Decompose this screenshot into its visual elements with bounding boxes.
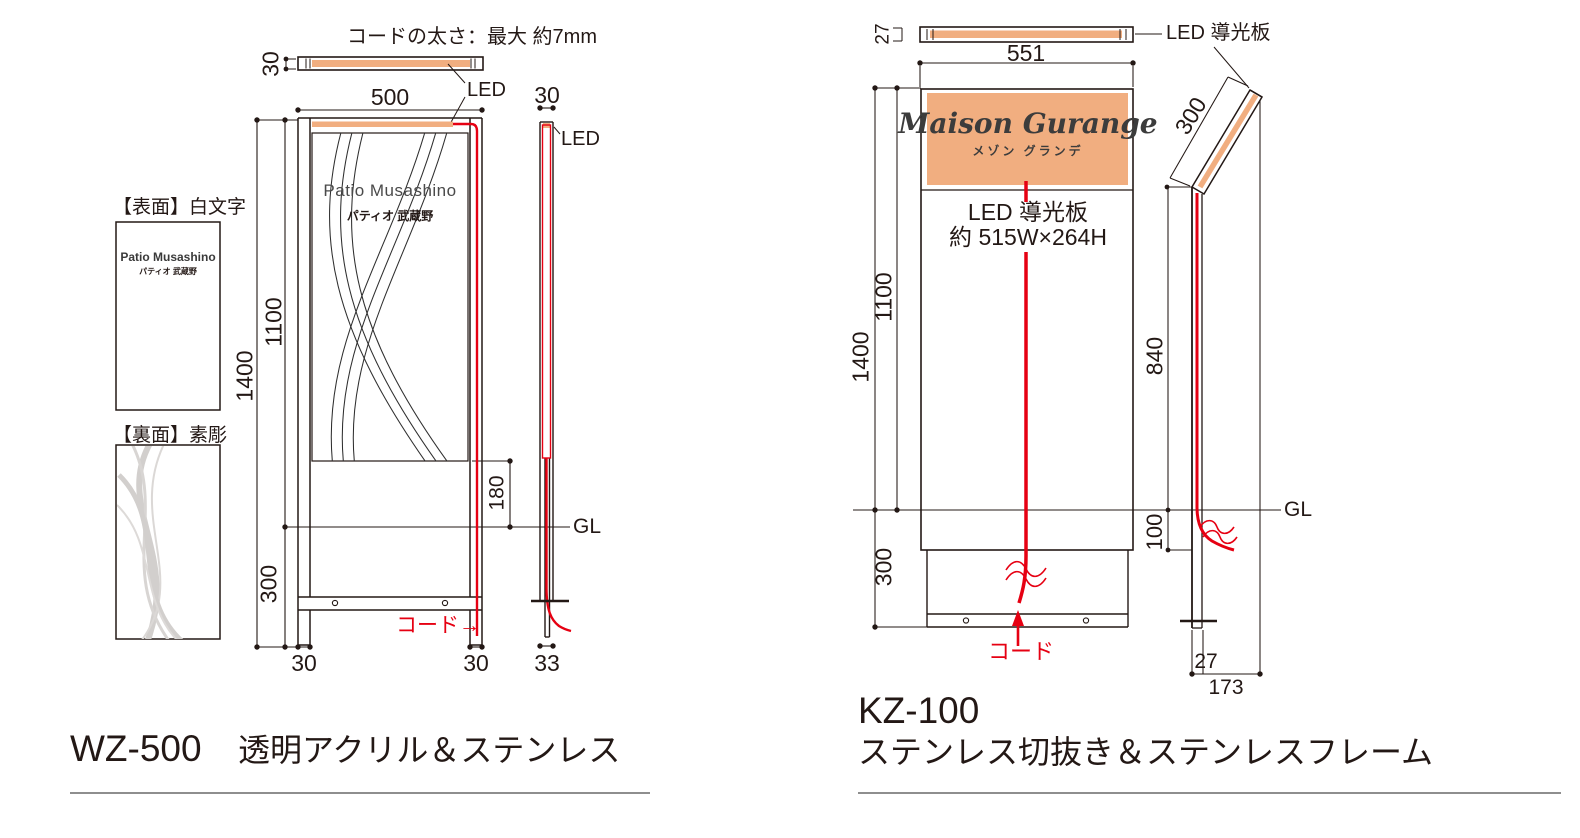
wz-acrylic-panel [311, 132, 469, 462]
kz-cord-arrowhead [1012, 610, 1024, 626]
wz-cord-line [453, 122, 479, 636]
wz500-front-view [297, 117, 483, 646]
wz-top-led-strip [312, 60, 470, 67]
kz-dim-pole-width: 27 [1194, 650, 1218, 673]
wz-title-material: 透明アクリル＆ステンレス [238, 732, 621, 768]
kz100-side-view [1180, 88, 1264, 629]
kz-dim-buried: 300 [870, 547, 897, 587]
kz100-dimension-lines [853, 62, 1281, 675]
kz-sign-plate [927, 93, 1128, 185]
kz-sign-script-text: Maison Gurange [898, 107, 1158, 140]
kz-panel-note-line2: 約 515W×264H [949, 224, 1107, 250]
wz-dim-buried: 300 [255, 564, 282, 604]
wz-back-engraving-swirls [117, 446, 184, 639]
wz-sample-sign-jp: パティオ 武蔵野 [139, 267, 197, 276]
wz-back-sample-label: 【裏面】素彫 [113, 425, 228, 446]
wz500-side-view [531, 121, 572, 638]
kz100-dimension-dots [872, 60, 1263, 677]
wz-side-led-outline [541, 124, 552, 459]
wz-dim-leg-right: 30 [463, 650, 489, 676]
wz-led-label-top: LED [467, 79, 506, 101]
kz100-front-view [920, 88, 1134, 646]
kz-dim-top-depth: 27 [872, 23, 894, 45]
kz-side-cord [1195, 193, 1238, 552]
kz-top-led-strip [930, 30, 1122, 38]
kz-dim-base-depth: 173 [1208, 676, 1244, 699]
kz-front-cord [1005, 181, 1047, 646]
kz-dim-width: 551 [1006, 40, 1046, 66]
wz500-sample-panels [115, 221, 221, 640]
wz-gl-label: GL [573, 515, 602, 538]
kz-side-led-strip [1197, 93, 1259, 189]
wz-title-code: WZ-500 [70, 728, 202, 769]
kz-title-code: KZ-100 [858, 690, 980, 731]
kz-led-guide-label: LED 導光板 [1166, 22, 1271, 44]
kz-title-material: ステンレス切抜き＆ステンレスフレーム [858, 734, 1434, 770]
wz-dim-led-to-gl: 180 [485, 475, 509, 511]
wz-cord-note: コードの太さ：最大 約7mm [347, 26, 597, 48]
wz-cord-label: コード→ [396, 614, 480, 637]
kz-sign-kana-text: メゾン グランデ [972, 144, 1084, 158]
kz-cord-label: コード [987, 639, 1055, 664]
wz-dim-above-ground: 1100 [260, 297, 287, 347]
wz-dim-top-depth: 30 [257, 51, 284, 77]
wz-dim-side-depth: 30 [534, 82, 560, 108]
wz-acrylic-swirl-design [329, 133, 448, 461]
wz-dim-side-width: 33 [534, 650, 560, 676]
wz-side-cord [545, 458, 572, 633]
kz-dim-pole-above: 840 [1141, 336, 1168, 376]
wz-sign-text-en: Patio Musashino [323, 181, 457, 200]
wz-sample-sign-en: Patio Musashino [120, 250, 216, 264]
wz-led-label-side: LED [561, 128, 600, 150]
wz-surface-sample-label: 【表面】白文字 [113, 197, 247, 218]
wz-dim-total-height: 1400 [231, 350, 258, 402]
wz-front-led-strip [312, 121, 453, 127]
wz-dim-leg-left: 30 [291, 650, 317, 676]
wz-sign-text-jp: パティオ 武蔵野 [346, 209, 434, 223]
kz-panel-note-line1: LED 導光板 [967, 199, 1089, 225]
kz-dim-total-height: 1400 [847, 331, 874, 383]
kz-gl-label: GL [1284, 498, 1313, 521]
kz100-top-view [893, 26, 1250, 89]
wz-dim-width: 500 [370, 84, 410, 110]
kz-dim-cord-exit: 100 [1142, 513, 1167, 551]
kz-dim-above-ground: 1100 [870, 272, 897, 322]
